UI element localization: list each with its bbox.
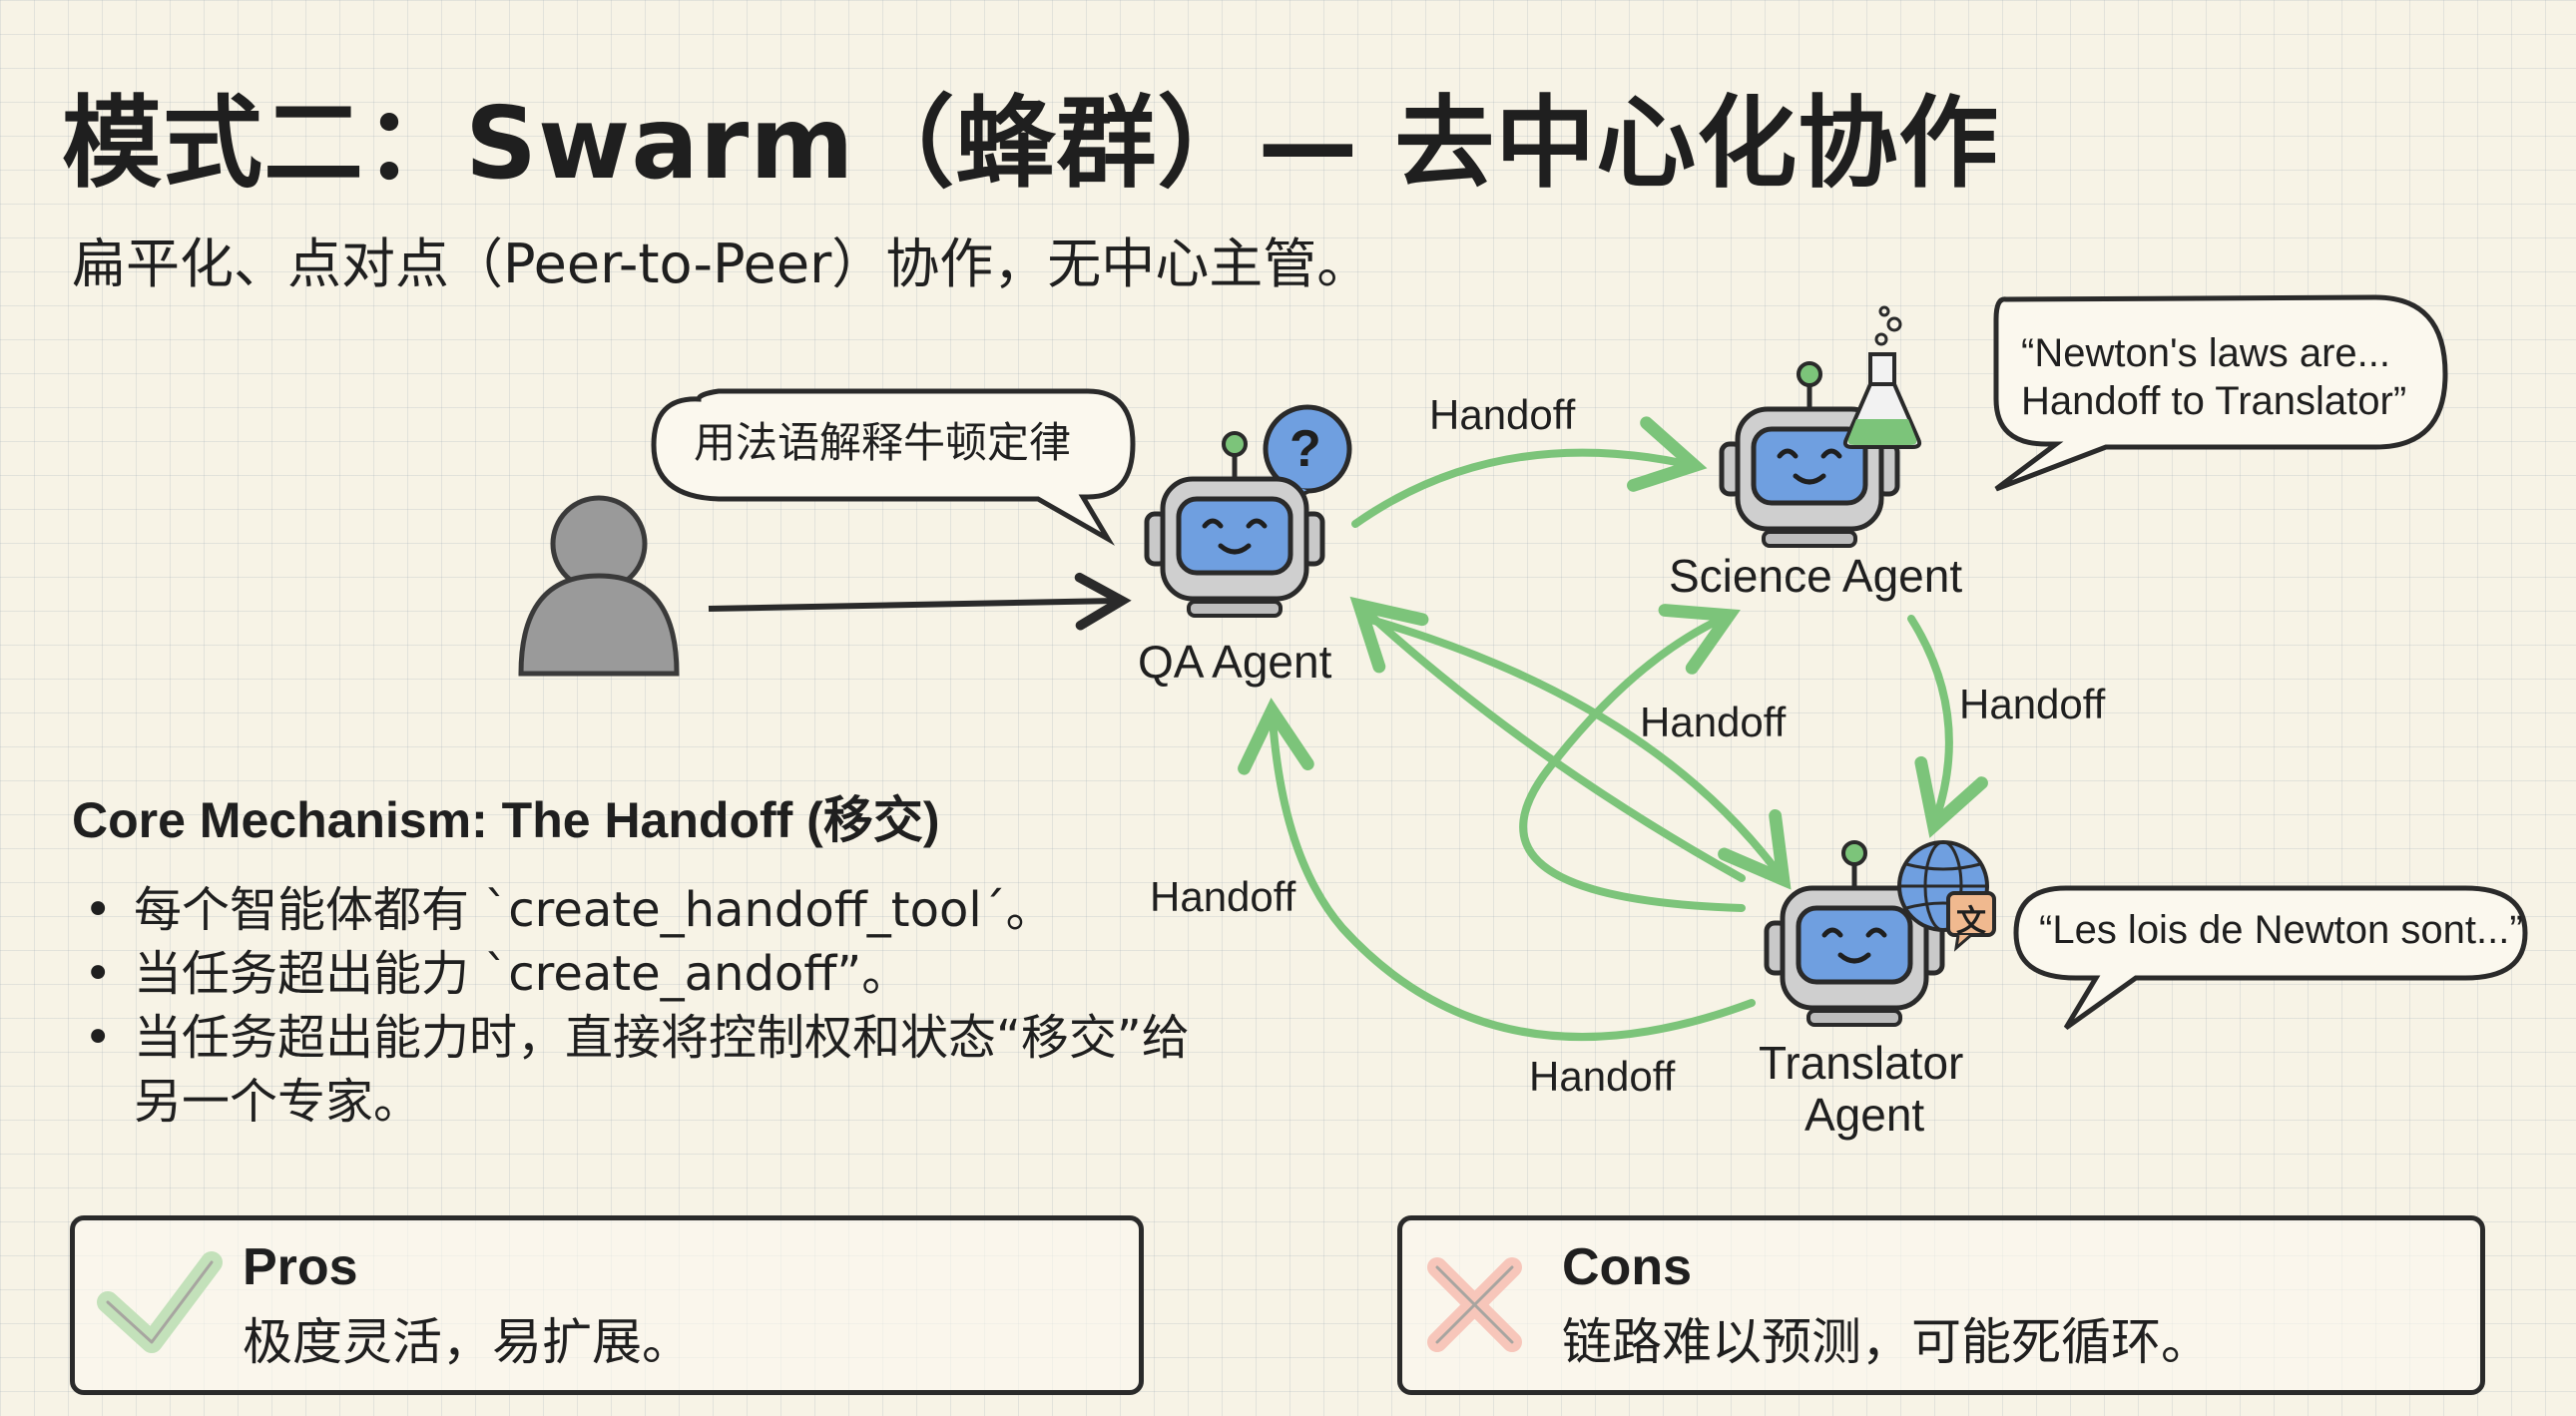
translate-glyph: 文 <box>1956 905 1986 938</box>
flask-icon <box>1842 305 1922 449</box>
cons-text: 链路难以预测，可能死循环。 <box>1562 1313 2211 1371</box>
science-speech-bubble <box>1993 294 2448 492</box>
user-to-qa-arrow <box>708 572 1132 631</box>
core-mechanism-bullets: 每个智能体都有 `create_handoff_tool´。 当任务超出能力 `… <box>84 878 1190 1134</box>
handoff-label: Handoff <box>1529 1053 1676 1100</box>
translator-agent-label-line2: Agent <box>1804 1089 1925 1141</box>
user-icon <box>518 495 680 677</box>
user-bubble-text: 用法语解释牛顿定律 <box>694 418 1072 467</box>
handoff-arrow-translator-to-qa-lower <box>1238 698 1756 1042</box>
handoff-arrow-qa-to-translator <box>1363 615 1792 890</box>
science-bubble-text-line2: Handoff to Translator” <box>2021 379 2407 423</box>
question-badge-icon <box>1263 404 1352 506</box>
pros-card <box>70 1215 1144 1395</box>
bullet-item-continuation: 另一个专家。 <box>134 1074 422 1130</box>
bullet-item: 当任务超出能力时，直接将控制权和状态“移交”给 <box>84 1006 1190 1070</box>
translator-bubble-text: “Les lois de Newton sont...” <box>2039 908 2523 952</box>
handoff-arrow-translator-to-science <box>1519 604 1746 912</box>
translator-agent-label-line1: Translator <box>1759 1037 1964 1089</box>
handoff-arrow-translator-to-qa <box>1349 596 1746 882</box>
translate-badge-icon <box>1946 891 1996 952</box>
handoff-arrow-qa-to-science <box>1351 416 1708 528</box>
pros-text: 极度灵活，易扩展。 <box>243 1313 692 1371</box>
bullet-item: 当任务超出能力 `create_andoff”。 <box>84 942 1190 1006</box>
cons-title: Cons <box>1562 1238 1692 1296</box>
translator-speech-bubble <box>2013 885 2528 1031</box>
science-agent-label: Science Agent <box>1669 550 1963 602</box>
qa-agent-label: QA Agent <box>1138 636 1332 688</box>
page-subtitle: 扁平化、点对点（Peer-to-Peer）协作，无中心主管。 <box>72 233 1371 295</box>
handoff-label: Handoff <box>1640 699 1787 745</box>
handoff-label: Handoff <box>1429 391 1576 438</box>
page-title: 模式二：Swarm（蜂群）— 去中心化协作 <box>62 85 2000 202</box>
science-bubble-text-line1: “Newton's laws are... <box>2021 331 2390 375</box>
handoff-label: Handoff <box>1959 681 2106 727</box>
question-mark-glyph: ? <box>1289 420 1321 478</box>
core-mechanism-heading: Core Mechanism: The Handoff (移交) <box>72 792 940 848</box>
user-speech-bubble <box>651 388 1136 546</box>
bullet-item: 每个智能体都有 `create_handoff_tool´。 <box>84 878 1190 942</box>
handoff-arrow-science-to-translator <box>1907 615 1988 838</box>
pros-title: Pros <box>243 1238 358 1296</box>
cons-card <box>1397 1215 2485 1395</box>
